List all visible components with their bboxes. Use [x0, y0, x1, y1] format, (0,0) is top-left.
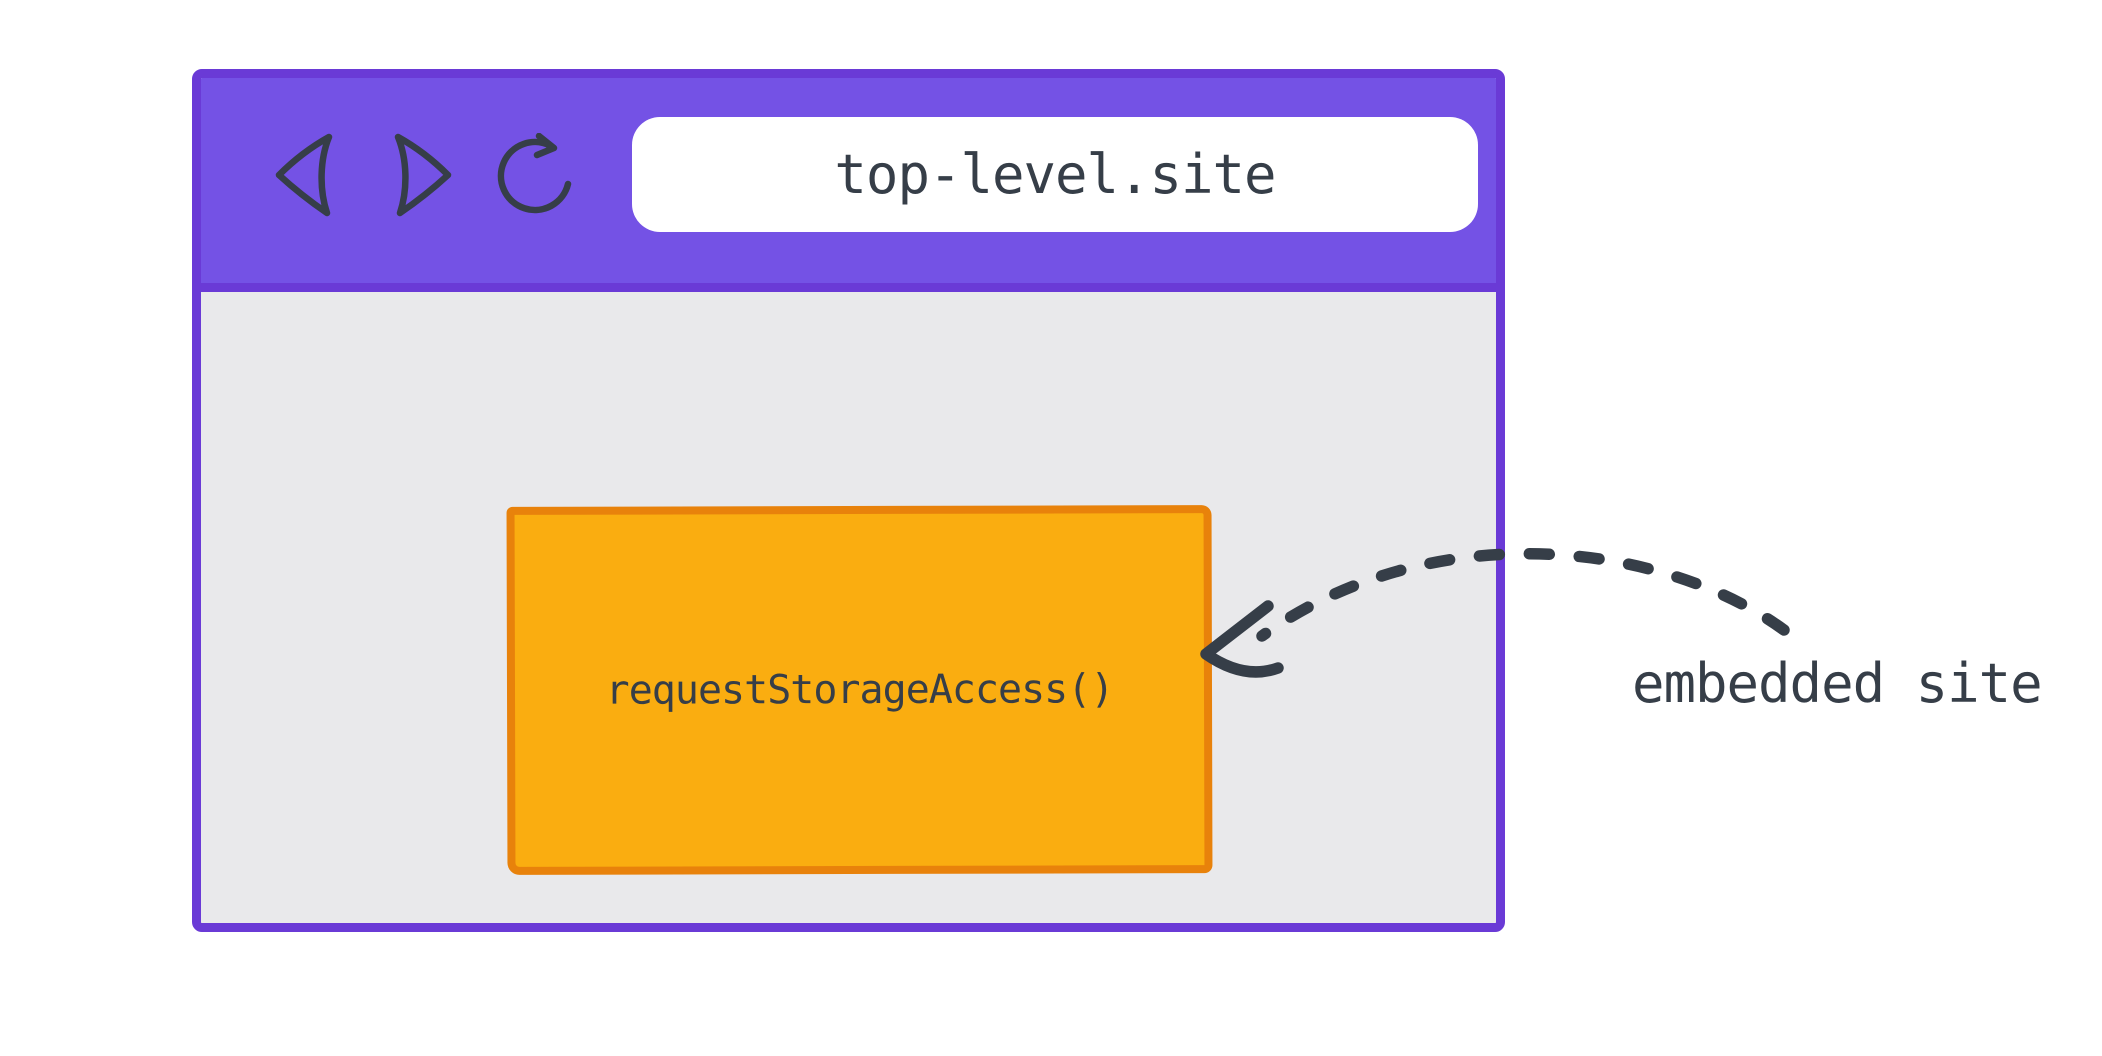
browser-window: top-level.site requestStorageAccess() [192, 69, 1505, 932]
browser-content: requestStorageAccess() [201, 292, 1496, 923]
back-icon[interactable] [275, 133, 335, 217]
address-bar[interactable]: top-level.site [632, 117, 1478, 232]
embedded-frame-label: requestStorageAccess() [605, 666, 1114, 714]
embedded-site-frame[interactable]: requestStorageAccess() [506, 505, 1213, 875]
embedded-site-label: embedded site [1632, 652, 2043, 715]
address-url: top-level.site [834, 142, 1276, 206]
forward-icon[interactable] [392, 133, 452, 217]
browser-toolbar: top-level.site [201, 78, 1496, 292]
reload-icon[interactable] [493, 132, 581, 217]
